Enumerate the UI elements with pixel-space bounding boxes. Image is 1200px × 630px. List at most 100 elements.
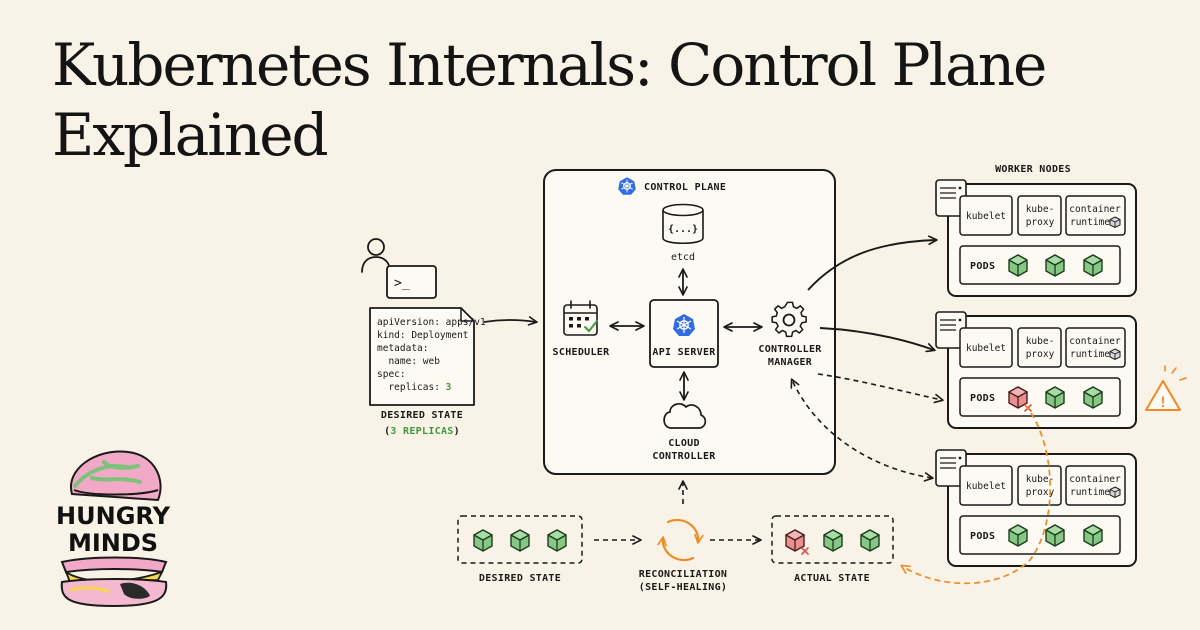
kube-proxy-label-line1: kube- [1026, 336, 1055, 347]
warning-mark: ! [1159, 395, 1167, 411]
pod-healthy-icon [1083, 386, 1103, 409]
pod-healthy-icon [1083, 254, 1103, 277]
api-server-label: API SERVER [652, 347, 716, 358]
logo-text-line2: MINDS [68, 529, 158, 557]
pods-label: PODS [970, 531, 995, 542]
kubelet-box [959, 465, 1013, 506]
container-runtime-box [1065, 465, 1126, 506]
kubelet-label: kubelet [966, 481, 1006, 492]
reconciliation-label-line1: RECONCILIATION [639, 569, 728, 580]
pods-box [959, 515, 1121, 555]
reconciliation-row: DESIRED STATE RECONCILIATION (SELF-HEALI… [457, 480, 894, 593]
manifest-line: spec: [377, 369, 406, 380]
desired-state-bottom-label: DESIRED STATE [479, 573, 561, 584]
desired-state-box [457, 515, 583, 564]
manifest-line: metadata: [377, 343, 428, 354]
terminal-prompt: >_ [394, 276, 410, 291]
worker-node: kubelet kube- proxy container runtime PO… [935, 449, 1137, 567]
worker-nodes-title: WORKER NODES [995, 164, 1071, 175]
manifest-line: name: web [377, 356, 440, 367]
svg-text:replicas: 3: replicas: 3 [377, 382, 452, 393]
controller-manager-label-line2: MANAGER [768, 357, 813, 368]
worker-node: kubelet kube- proxy container runtime PO… [935, 179, 1137, 297]
calendar-icon [563, 300, 598, 336]
actual-state-label: ACTUAL STATE [794, 573, 870, 584]
controller-to-worker1-arrow [807, 235, 938, 291]
etcd-icon-text: {...} [668, 224, 698, 235]
manifest-line: kind: Deployment [377, 330, 469, 341]
logo-text-line1: HUNGRY [56, 502, 171, 530]
kube-proxy-label-line1: kube- [1026, 474, 1055, 485]
title-line-2: Explained [52, 101, 329, 169]
manifest-line: apiVersion: apps/v1 [377, 317, 486, 328]
container-runtime-icon [1109, 486, 1121, 498]
container-runtime-label-line2: runtime [1070, 487, 1110, 498]
container-runtime-label-line2: runtime [1070, 217, 1110, 228]
title-line-1: Kubernetes Internals: Control Plane [52, 31, 1047, 99]
pod-healthy-icon [1045, 254, 1065, 277]
kube-proxy-label-line2: proxy [1026, 487, 1055, 498]
pods-box [959, 245, 1121, 285]
worker2-feedback-arrow [817, 373, 944, 404]
scheduler-label: SCHEDULER [553, 347, 611, 358]
kubelet-label: kubelet [966, 211, 1006, 222]
user-icon [361, 238, 391, 273]
api-server-box: API SERVER [649, 299, 719, 368]
replicas-note-open: ( [384, 426, 390, 437]
manifest-line: replicas: [377, 382, 446, 393]
kube-proxy-label-line2: proxy [1026, 217, 1055, 228]
container-runtime-label-line1: container [1069, 204, 1121, 215]
user-section: >_ apiVersion: apps/v1 kind: Deployment … [361, 238, 538, 437]
manifest-document: apiVersion: apps/v1 kind: Deployment met… [369, 307, 486, 406]
control-plane-title: CONTROL PLANE [644, 182, 726, 193]
pod-healthy-icon [547, 529, 567, 552]
pod-healthy-icon [1083, 524, 1103, 547]
reconcile-loop-icon [657, 518, 704, 562]
pod-healthy-icon [1045, 524, 1065, 547]
terminal-icon: >_ [386, 265, 437, 299]
kube-proxy-box [1017, 195, 1062, 236]
replicas-note-close: ) [454, 426, 460, 437]
container-runtime-box [1065, 195, 1126, 236]
container-runtime-label-line2: runtime [1070, 349, 1110, 360]
etcd-label: etcd [671, 252, 695, 263]
pods-label: PODS [970, 261, 995, 272]
container-runtime-icon [1109, 348, 1121, 360]
kubelet-box [959, 195, 1013, 236]
container-runtime-label-line1: container [1069, 336, 1121, 347]
cloud-controller-label-line2: CONTROLLER [652, 451, 716, 462]
self-healing-loop-arrow [900, 404, 1051, 585]
pod-healthy-icon [473, 529, 493, 552]
controller-manager-label-line1: CONTROLLER [758, 344, 822, 355]
pod-healthy-icon [510, 529, 530, 552]
desired-state-label: DESIRED STATE [381, 410, 463, 421]
manifest-to-api-arrow [483, 316, 538, 326]
pod-healthy-icon [1045, 386, 1065, 409]
cloud-icon [663, 402, 707, 429]
kubelet-box [959, 327, 1013, 368]
hungry-minds-logo: HUNGRY MINDS [56, 450, 171, 608]
pods-label: PODS [970, 393, 995, 404]
kube-proxy-label-line1: kube- [1026, 204, 1055, 215]
kube-proxy-box [1017, 465, 1062, 506]
container-runtime-label-line1: container [1069, 474, 1121, 485]
etcd-icon: {...} [662, 203, 704, 245]
container-runtime-box [1065, 327, 1126, 368]
worker-node: kubelet kube- proxy container runtime PO… [935, 311, 1137, 429]
pod-healthy-icon [1008, 254, 1028, 277]
page-title: Kubernetes Internals: Control Plane Expl… [52, 30, 1052, 170]
kubelet-label: kubelet [966, 343, 1006, 354]
kube-proxy-label-line2: proxy [1026, 349, 1055, 360]
pod-failed-icon [785, 529, 809, 555]
manifest-replicas-value: 3 [446, 382, 452, 393]
pod-healthy-icon [860, 529, 880, 552]
cloud-controller-label-line1: CLOUD [668, 438, 700, 449]
warning-icon: ! [1145, 365, 1187, 411]
server-icon [935, 311, 967, 349]
worker3-feedback-arrow [790, 378, 934, 482]
svg-text:(3 REPLICAS): (3 REPLICAS) [384, 426, 460, 437]
actual-state-box [771, 515, 894, 564]
control-plane-box: CONTROL PLANE {...} etcd API SERVER SCH [543, 169, 836, 475]
reconciliation-label-line2: (SELF-HEALING) [639, 582, 728, 593]
container-runtime-icon [1109, 216, 1121, 228]
